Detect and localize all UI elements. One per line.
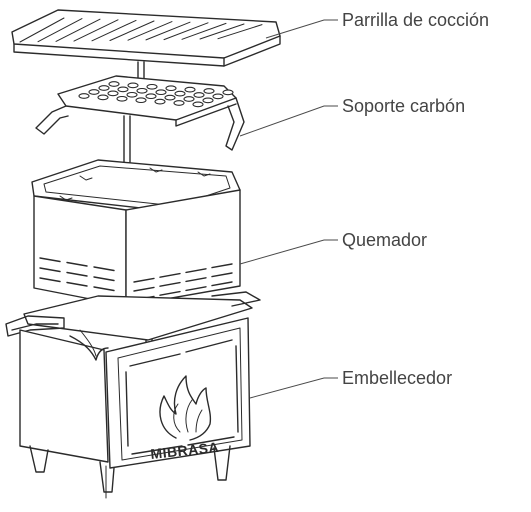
support-hole bbox=[202, 97, 214, 104]
support-hole bbox=[127, 82, 139, 89]
label-cooking-grill: Parrilla de cocción bbox=[342, 10, 489, 30]
burner-vent-slot bbox=[159, 281, 181, 287]
grill-bar bbox=[91, 19, 137, 42]
grill-bar bbox=[19, 17, 65, 43]
grill-bar bbox=[73, 19, 119, 42]
label-charcoal-support: Soporte carbón bbox=[342, 96, 465, 116]
burner-vent-slot bbox=[211, 263, 233, 269]
grill-bar bbox=[181, 22, 227, 40]
support-hole bbox=[98, 85, 110, 91]
burner-vent-slot bbox=[93, 286, 115, 292]
burner-vent-slot bbox=[39, 277, 61, 283]
leader-charcoal-support bbox=[239, 105, 338, 137]
support-hole bbox=[155, 89, 167, 96]
support-hole bbox=[174, 90, 186, 97]
support-hole bbox=[117, 86, 129, 93]
burner-vent-slot bbox=[185, 268, 207, 274]
leader-burner bbox=[239, 239, 338, 265]
support-hole bbox=[193, 92, 205, 98]
support-hole bbox=[135, 97, 147, 104]
burner-vent-slot bbox=[39, 267, 61, 273]
support-hole bbox=[107, 90, 119, 97]
grill-bar bbox=[37, 18, 83, 43]
burner-vent-slot bbox=[133, 286, 155, 292]
grill-bar bbox=[145, 21, 191, 41]
burner-vent-slot bbox=[93, 266, 115, 272]
leader-trim bbox=[249, 377, 338, 399]
support-hole bbox=[173, 100, 185, 106]
support-hole bbox=[146, 83, 158, 90]
front-panel-slot bbox=[125, 371, 129, 447]
burner-vent-slot bbox=[211, 272, 233, 278]
support-hole bbox=[108, 81, 120, 87]
support-hole bbox=[165, 85, 177, 92]
burner-vent-slot bbox=[93, 276, 115, 282]
support-hole bbox=[212, 93, 224, 100]
support-hole bbox=[78, 93, 90, 99]
burner-vent-slot bbox=[66, 281, 88, 287]
support-hole bbox=[154, 98, 166, 105]
grill-bar bbox=[163, 22, 209, 41]
label-burner: Quemador bbox=[342, 230, 427, 250]
grill-bar bbox=[127, 21, 173, 41]
support-hole bbox=[164, 94, 176, 101]
leader-grill bbox=[265, 19, 338, 39]
front-panel-slot bbox=[235, 345, 239, 433]
burner-vent-slot bbox=[66, 261, 88, 267]
support-hole bbox=[203, 88, 215, 94]
support-hole bbox=[136, 87, 148, 94]
label-trim: Embellecedor bbox=[342, 368, 452, 388]
burner-vent-slot bbox=[159, 272, 181, 278]
grill-bar bbox=[217, 24, 263, 40]
burner bbox=[31, 159, 241, 307]
support-hole bbox=[88, 89, 100, 95]
support-hole bbox=[116, 95, 128, 102]
flame-icon bbox=[159, 375, 212, 441]
brand-logo-text: MIBRASA bbox=[150, 439, 220, 462]
support-hole bbox=[126, 91, 138, 98]
grill-bar bbox=[55, 18, 101, 42]
support-hole bbox=[145, 93, 157, 100]
front-panel-slot bbox=[131, 445, 183, 455]
support-hole bbox=[184, 86, 196, 93]
front-panel-slot bbox=[129, 353, 181, 367]
burner-vent-slot bbox=[66, 271, 88, 277]
support-hole bbox=[183, 96, 195, 102]
burner-vent-slot bbox=[133, 277, 155, 283]
front-panel-slot bbox=[187, 436, 235, 446]
burner-vent-slot bbox=[211, 281, 233, 287]
charcoal-support bbox=[35, 75, 245, 151]
burner-vent-slot bbox=[185, 277, 207, 283]
support-hole bbox=[192, 101, 204, 108]
grill-bar bbox=[109, 20, 155, 41]
trim-body bbox=[5, 291, 261, 499]
cooking-grill bbox=[11, 9, 281, 67]
support-hole bbox=[222, 89, 234, 96]
burner-vent-slot bbox=[39, 257, 61, 263]
burner-vent-slot bbox=[159, 290, 181, 296]
grill-bar bbox=[199, 23, 245, 40]
support-hole bbox=[97, 94, 109, 101]
front-panel-slot bbox=[185, 339, 233, 353]
burner-vent-slot bbox=[185, 286, 207, 292]
